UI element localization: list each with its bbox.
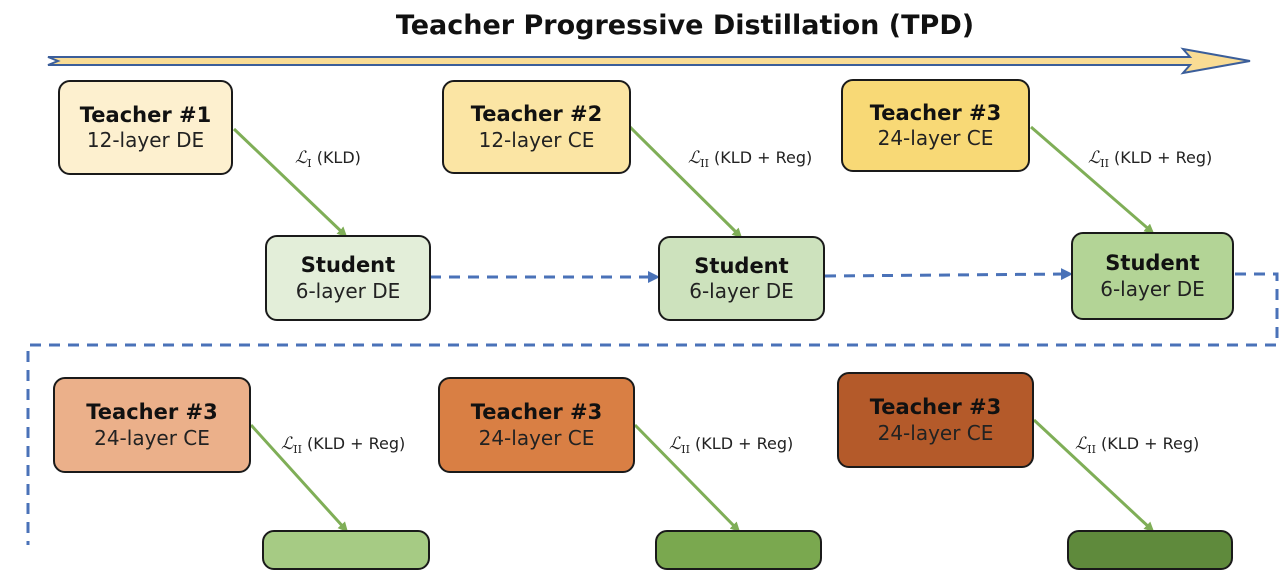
teacher-subtitle: 24-layer CE — [877, 126, 994, 151]
teacher-box-3: Teacher #3 24-layer CE — [841, 79, 1030, 172]
teacher-box-5: Teacher #3 24-layer CE — [438, 377, 635, 473]
student-box-5-partial — [655, 530, 822, 570]
loss-label-3: ℒII (KLD + Reg) — [1088, 148, 1213, 171]
student-box-3: Student 6-layer DE — [1071, 232, 1234, 320]
loss-label-1: ℒI (KLD) — [295, 148, 361, 171]
teacher-title: Teacher #3 — [470, 400, 603, 425]
loss-arrow-3 — [1030, 125, 1155, 234]
student-box-4-partial — [262, 530, 430, 570]
teacher-box-6: Teacher #3 24-layer CE — [837, 372, 1034, 468]
teacher-title: Teacher #3 — [86, 400, 218, 425]
loss-arrow-6 — [1032, 418, 1155, 533]
teacher-box-1: Teacher #1 12-layer DE — [58, 80, 233, 175]
student-title: Student — [694, 253, 789, 278]
teacher-box-4: Teacher #3 24-layer CE — [53, 377, 251, 473]
teacher-subtitle: 24-layer CE — [478, 425, 595, 450]
student-box-6-partial — [1067, 530, 1233, 570]
teacher-subtitle: 24-layer CE — [877, 420, 994, 445]
student-title: Student — [300, 253, 396, 278]
loss-arrow-4 — [249, 423, 349, 533]
teacher-box-2: Teacher #2 12-layer CE — [442, 80, 631, 174]
student-box-1: Student 6-layer DE — [265, 235, 431, 321]
student-box-2: Student 6-layer DE — [658, 236, 825, 321]
tpd-diagram: Teacher Progressive Distillation (TPD) T… — [26, 10, 1279, 570]
loss-label-6: ℒII (KLD + Reg) — [1075, 434, 1200, 457]
student-subtitle: 6-layer DE — [295, 278, 401, 303]
tpd-progress-arrow — [47, 47, 1251, 75]
teacher-subtitle: 12-layer CE — [478, 127, 595, 152]
teacher-title: Teacher #1 — [79, 102, 212, 127]
teacher-subtitle: 24-layer CE — [94, 425, 210, 450]
teacher-title: Teacher #3 — [869, 100, 1002, 125]
teacher-title: Teacher #2 — [470, 102, 603, 127]
teacher-subtitle: 12-layer DE — [86, 128, 205, 153]
connector-layer — [26, 47, 1279, 545]
loss-label-2: ℒII (KLD + Reg) — [688, 148, 813, 171]
loss-label-4: ℒII (KLD + Reg) — [281, 434, 406, 457]
student-subtitle: 6-layer DE — [1100, 276, 1205, 301]
loss-arrow-2 — [628, 125, 743, 239]
loss-label-5: ℒII (KLD + Reg) — [669, 434, 794, 457]
loss-arrow-1 — [232, 127, 348, 238]
student-wraparound-path — [26, 272, 1279, 545]
student-handoff-arrow-2 — [824, 268, 1073, 281]
teacher-title: Teacher #3 — [869, 395, 1002, 420]
loss-arrow-5 — [633, 423, 741, 533]
diagram-title: Teacher Progressive Distillation (TPD) — [395, 10, 975, 41]
student-subtitle: 6-layer DE — [689, 279, 794, 304]
student-title: Student — [1105, 251, 1200, 276]
